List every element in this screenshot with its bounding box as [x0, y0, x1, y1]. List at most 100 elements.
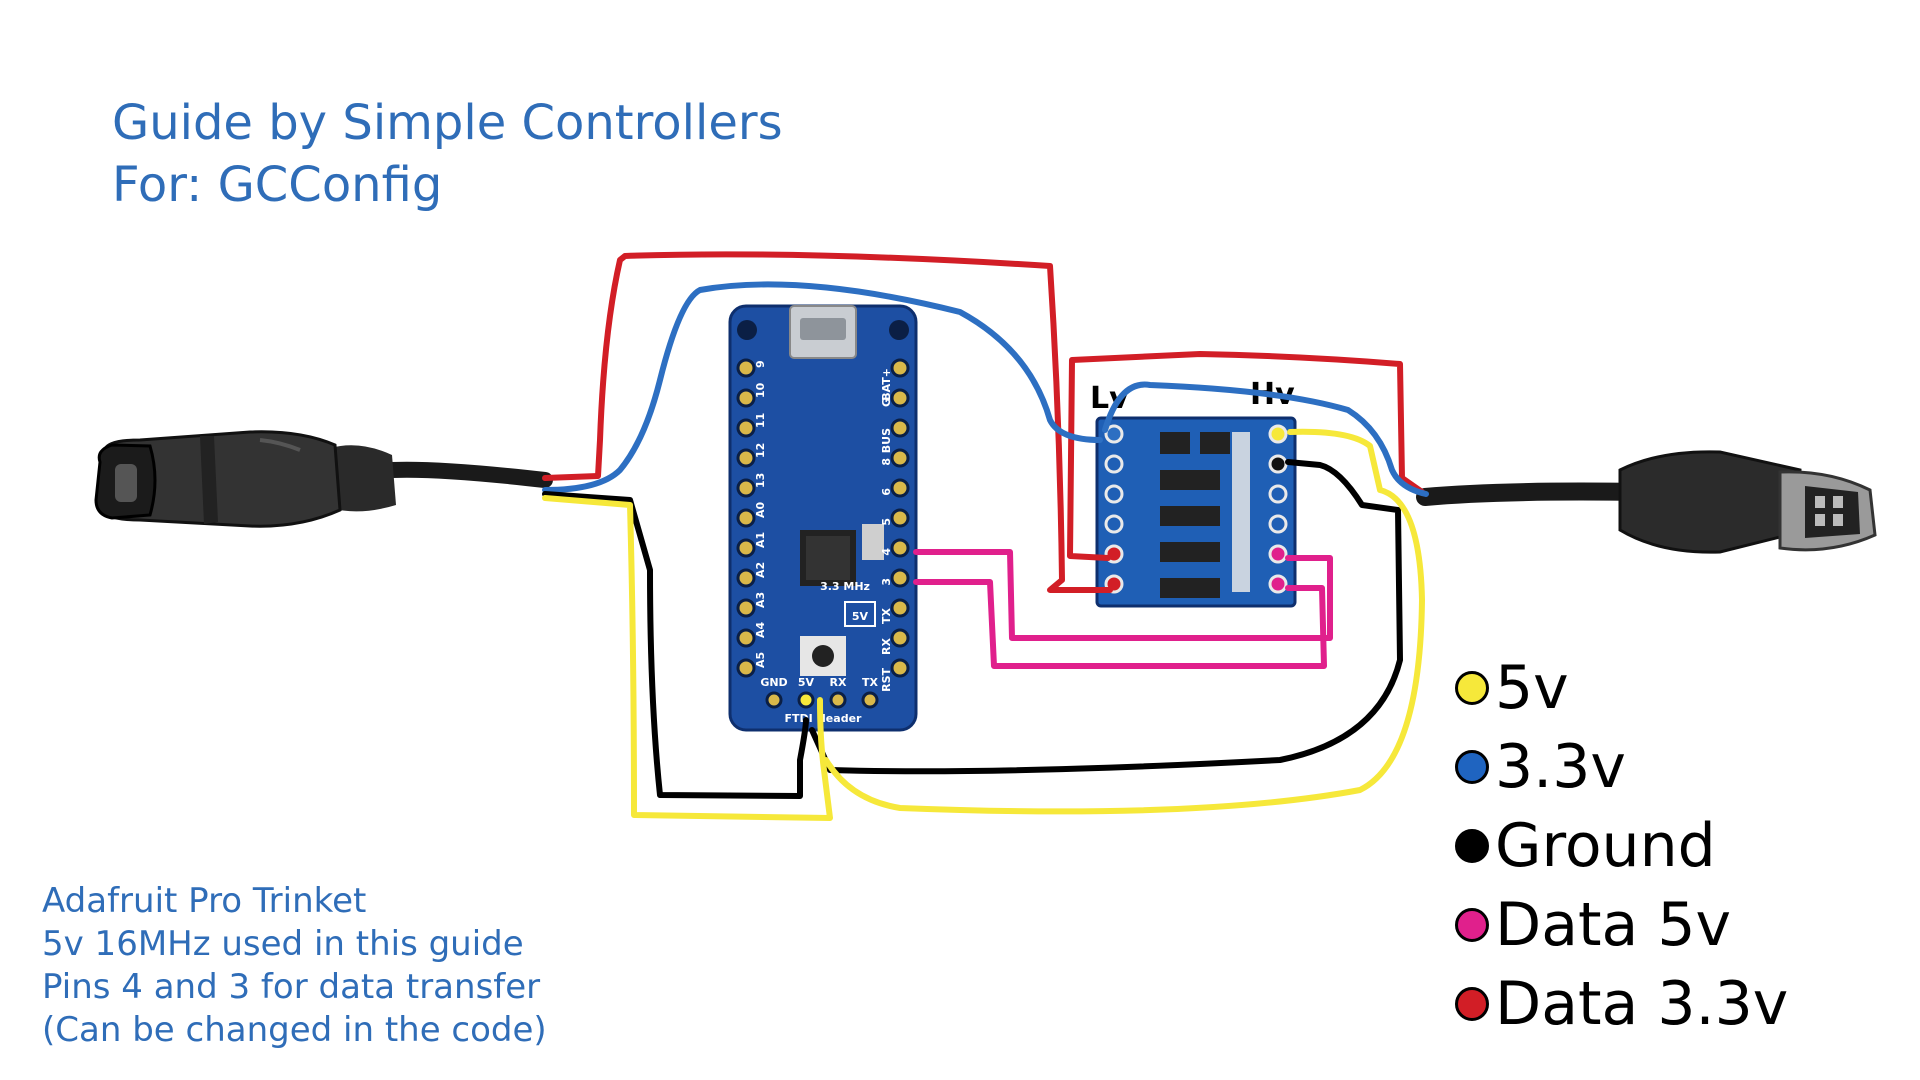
level-shifter-high-pads — [1268, 424, 1288, 594]
board-badge: 5V — [852, 610, 869, 623]
ftdi-pin-label: GND — [760, 676, 787, 689]
pin-label: 12 — [754, 443, 767, 458]
pin-pad — [890, 388, 910, 408]
pin-label: 4 — [880, 548, 893, 556]
pin-label: 10 — [754, 382, 767, 398]
note-line-board: Adafruit Pro Trinket — [42, 881, 367, 921]
pin-pad — [736, 568, 756, 588]
left-controller-plug — [94, 430, 553, 528]
pin-label: 3 — [880, 578, 893, 586]
guide-title: Guide by Simple Controllers — [112, 95, 783, 151]
shifter-pad — [1268, 424, 1288, 444]
wire-data-5v-pin4 — [913, 549, 1333, 641]
legend-label: Ground — [1495, 810, 1716, 881]
pin-pad — [890, 538, 910, 558]
pin-label: RST — [880, 668, 893, 692]
pin-label: A4 — [754, 621, 767, 638]
pin-label: A5 — [754, 652, 767, 668]
wire-3v3-right — [1102, 381, 1429, 497]
wire-data-3v3-right — [1067, 351, 1425, 561]
wire-5v-left — [542, 495, 833, 821]
blue-dot-icon — [1455, 749, 1489, 784]
pin-pad — [890, 418, 910, 438]
shifter-pad — [1268, 454, 1288, 474]
level-shifter-chips — [1160, 432, 1250, 598]
pin-label: A0 — [754, 501, 767, 518]
pin-pad — [890, 358, 910, 378]
notes-block: Adafruit Pro Trinket 5v 16MHz used in th… — [42, 880, 547, 1052]
legend-label: 5v — [1495, 652, 1569, 723]
pin-pad — [736, 478, 756, 498]
pin-label: 5 — [880, 518, 893, 526]
pin-pad — [890, 478, 910, 498]
shifter-pad — [1104, 454, 1124, 474]
pin-label: 8 — [880, 458, 893, 466]
pin-pad — [890, 508, 910, 528]
red-dot-icon — [1455, 986, 1489, 1021]
ftdi-pin-pad — [765, 691, 783, 709]
pin-label: 11 — [754, 413, 767, 428]
shifter-pad — [1104, 484, 1124, 504]
level-shifter-low-pads — [1104, 424, 1124, 594]
shifter-pad — [1268, 574, 1288, 594]
pin-label: G — [880, 398, 893, 407]
pin-label: 9 — [754, 360, 767, 368]
pin-pad — [736, 658, 756, 678]
pin-pad — [736, 598, 756, 618]
pin-pad — [736, 628, 756, 648]
shifter-pad — [1268, 484, 1288, 504]
legend-label: Data 3.3v — [1495, 968, 1789, 1039]
pin-pad — [890, 628, 910, 648]
note-line-pins: Pins 4 and 3 for data transfer — [42, 967, 541, 1007]
ftdi-pin-label: RX — [830, 676, 847, 689]
wire-ground-left — [542, 491, 809, 799]
legend-item-3v3: 3.3v — [1455, 727, 1788, 806]
ftdi-pin-label: TX — [862, 676, 879, 689]
pin-label: BUS — [880, 428, 893, 453]
pin-label: RX — [880, 637, 893, 654]
right-gamecube-plug — [1416, 450, 1877, 554]
pin-pad — [736, 538, 756, 558]
pin-pad — [736, 508, 756, 528]
pin-pad — [890, 568, 910, 588]
wires — [542, 251, 1429, 821]
pin-pad — [736, 388, 756, 408]
pin-pad — [890, 448, 910, 468]
ftdi-pin-pad — [797, 691, 815, 709]
ftdi-pin-pad — [829, 691, 847, 709]
legend-item-data-3v3: Data 3.3v — [1455, 964, 1788, 1043]
pin-label: A3 — [754, 592, 767, 608]
black-dot-icon — [1455, 828, 1489, 863]
pin-label: A1 — [754, 532, 767, 548]
pin-pad — [890, 598, 910, 618]
legend-item-ground: Ground — [1455, 806, 1788, 885]
legend-label: 3.3v — [1495, 731, 1626, 802]
shifter-pad — [1104, 424, 1124, 444]
wire-data-5v-pin3 — [913, 579, 1327, 669]
legend-label: Data 5v — [1495, 889, 1732, 960]
wire-data-3v3-top — [542, 251, 1113, 593]
legend: 5v 3.3v Ground Data 5v Data 3.3v — [1455, 648, 1788, 1043]
pin-label: TX — [880, 607, 893, 624]
legend-item-5v: 5v — [1455, 648, 1788, 727]
board-clock-label: 3.3 MHz — [820, 580, 870, 593]
pin-label: 13 — [754, 473, 767, 488]
wire-ground-right — [809, 459, 1403, 775]
ftdi-pin-pad — [861, 691, 879, 709]
level-shifter-board: Lv Hv — [1090, 377, 1297, 608]
pin-label: A2 — [754, 562, 767, 578]
shifter-pad — [1104, 514, 1124, 534]
guide-subtitle: For: GCConfig — [112, 157, 443, 213]
pin-label: 6 — [880, 488, 893, 496]
magenta-dot-icon — [1455, 907, 1489, 942]
pin-pad — [736, 418, 756, 438]
yellow-dot-icon — [1455, 670, 1489, 705]
note-line-code: (Can be changed in the code) — [42, 1010, 547, 1050]
pin-pad — [736, 358, 756, 378]
wire-3v3-top — [542, 281, 1103, 493]
note-line-model: 5v 16MHz used in this guide — [42, 924, 524, 964]
